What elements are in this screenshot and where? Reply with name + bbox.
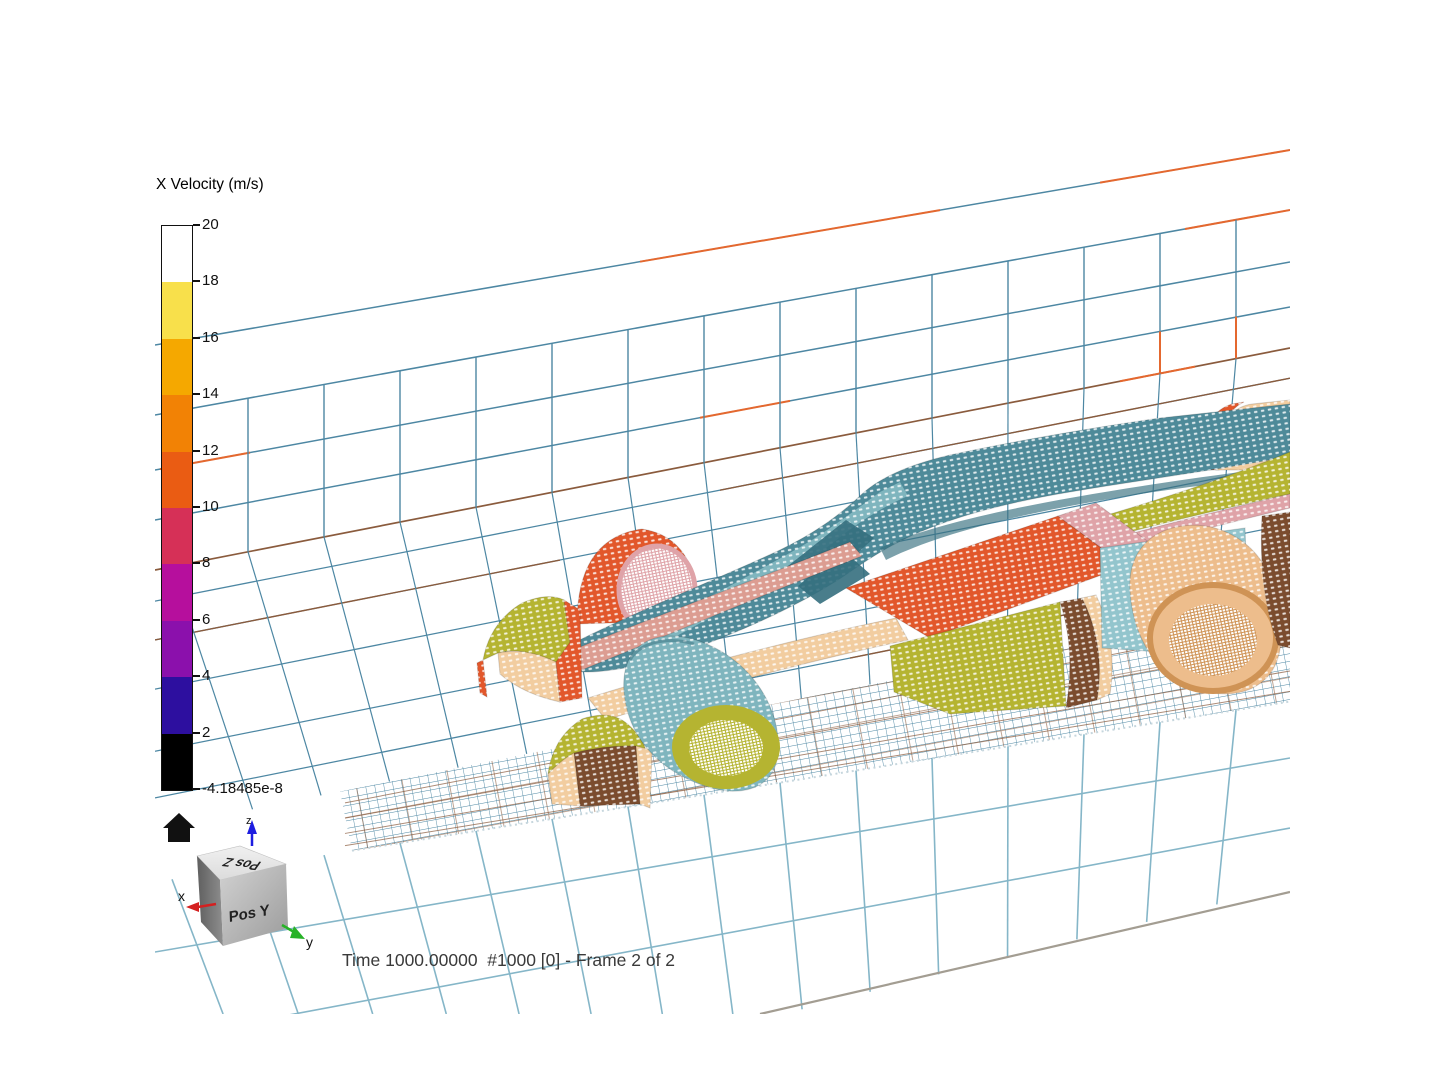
car-front-wing-lower-brown	[573, 745, 641, 807]
colorbar-segment	[162, 451, 192, 509]
colorbar-tick-mark	[192, 731, 200, 734]
colorbar-segment	[162, 395, 192, 452]
home-icon[interactable]	[163, 813, 195, 842]
colorbar-tick-mark	[192, 336, 200, 339]
colorbar-tick-mark	[192, 506, 200, 508]
colorbar-tick-mark	[192, 618, 200, 621]
colorbar-segment	[162, 226, 192, 283]
z-axis-arrowhead	[247, 820, 257, 834]
x-axis-arrowhead	[186, 902, 199, 912]
colorbar-tick-mark	[192, 449, 200, 452]
colorbar-tick-label: 14	[202, 385, 219, 403]
colorbar-tick-label: 4	[202, 667, 211, 685]
colorbar-segment	[162, 508, 192, 565]
z-axis-label: z	[246, 815, 252, 827]
nav-cube-left-face[interactable]	[197, 856, 223, 946]
colorbar-tick-label: 12	[202, 441, 219, 459]
foreground-mesh	[155, 710, 1290, 1014]
status-time-frame: Time 1000.00000 #1000 [0] - Frame 2 of 2	[342, 950, 676, 970]
colorbar-title: X Velocity (m/s)	[156, 176, 264, 193]
car-rear-left-rim-mesh	[1169, 604, 1257, 676]
colorbar-tick-label: 20	[202, 216, 219, 233]
y-axis-label: y	[306, 934, 313, 950]
x-axis-label: x	[178, 888, 185, 904]
y-axis-arrowhead	[290, 926, 305, 939]
colorbar-tick-mark	[192, 280, 200, 283]
colorbar-tick-label: 10	[202, 498, 219, 515]
colorbar-tick-label: 8	[202, 554, 211, 572]
nav-cube-top-label: Pos Z	[219, 855, 264, 873]
colorbar-tick-label: 2	[202, 723, 211, 741]
colorbar-segment	[162, 620, 192, 678]
nav-cube-front-face[interactable]	[220, 864, 288, 946]
colorbar-tick-label: 18	[202, 272, 219, 290]
colorbar-tick-mark	[192, 393, 200, 396]
colorbar-segment	[162, 677, 192, 734]
colorbar-tick-label: -4.18485e-8	[202, 780, 283, 797]
colorbar-segment	[162, 733, 192, 791]
car-front-right-tyre-shade	[628, 639, 695, 661]
x-axis-arrow	[197, 902, 217, 909]
colorbar-segment	[162, 282, 192, 339]
colorbar-tick-mark	[192, 788, 200, 790]
wall-mesh	[155, 149, 1290, 571]
colorbar-segment	[162, 338, 192, 396]
car-front-wing-tip	[476, 659, 488, 698]
colorbar-tick-mark	[192, 675, 200, 678]
y-axis-arrow	[281, 923, 295, 934]
colorbar-tick-mark	[192, 224, 200, 226]
car-front-right-rim-mesh	[689, 720, 763, 776]
colorbar-tick-label: 16	[202, 328, 219, 346]
orientation-hud: Pos Z Pos Y x y z	[163, 813, 313, 950]
colorbar-segment	[162, 564, 192, 621]
axis-triad: x y z	[178, 815, 313, 950]
colorbar-tick-mark	[192, 562, 200, 565]
nav-cube[interactable]: Pos Z Pos Y	[196, 845, 288, 946]
colorbar-tick-label: 6	[202, 610, 211, 628]
colorbar	[161, 225, 193, 791]
